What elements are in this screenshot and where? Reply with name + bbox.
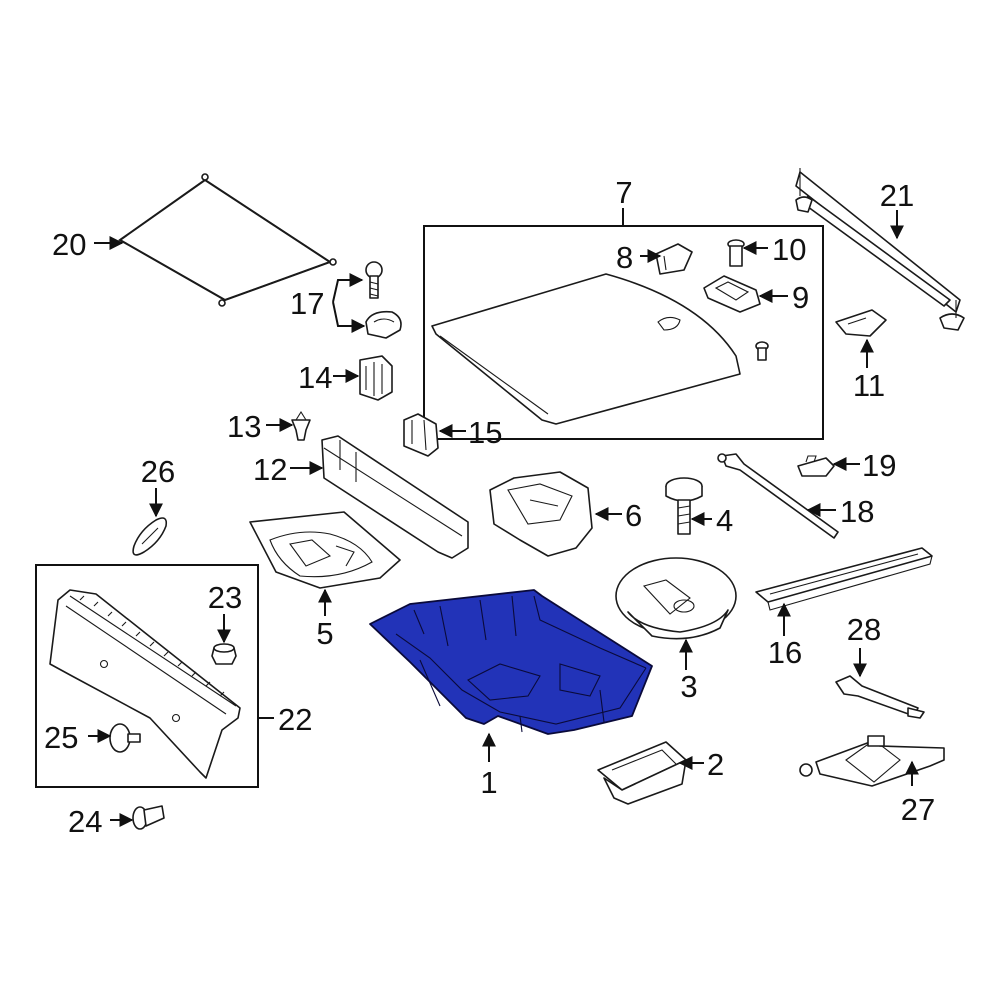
part-5-foam-tray[interactable] [249,511,401,589]
part-19-clip[interactable] [797,455,835,477]
part-27-jack[interactable] [799,735,945,787]
callout-3: 3 [680,669,697,704]
part-24-screw[interactable] [132,805,165,830]
callout-27: 27 [901,792,935,827]
part-15-bracket[interactable] [403,413,439,457]
part-21-rail[interactable] [795,168,965,331]
callout-8: 8 [616,240,633,275]
part-18-rod[interactable] [717,453,839,539]
callout-5: 5 [316,616,333,651]
part-25-push-pin[interactable] [109,723,141,753]
part-12-trim-panel[interactable] [321,435,469,559]
part-28-wrench[interactable] [835,675,925,719]
part-20-cargo-net[interactable] [118,173,337,307]
callout-20: 20 [52,227,86,262]
part-8-bracket[interactable] [655,243,693,275]
callout-15: 15 [468,415,502,450]
part-23-clip[interactable] [211,643,237,665]
part-6-holder[interactable] [489,471,593,557]
callout-28: 28 [847,612,881,647]
callout-18: 18 [840,494,874,529]
callout-17: 17 [290,286,324,321]
part-10-fastener[interactable] [727,239,745,267]
part-22-rear-trim-panel[interactable] [49,589,241,779]
leader-lines [88,208,919,827]
part-17-bolt-and-clip[interactable] [365,261,402,339]
part-26-cover[interactable] [132,517,168,556]
part-14-bracket[interactable] [359,355,393,401]
callout-4: 4 [716,503,733,538]
part-9-handle[interactable] [703,275,761,313]
part-4-bolt[interactable] [665,477,703,535]
group-22-frame [35,564,259,788]
part-13-clip[interactable] [291,410,311,441]
part-16-sill-trim[interactable] [755,547,933,611]
part-1-fill [369,589,653,735]
callout-16: 16 [768,635,802,670]
callout-22: 22 [278,702,312,737]
part-3-spare-tray[interactable] [615,557,737,640]
callout-19: 19 [862,448,896,483]
callout-12: 12 [253,452,287,487]
part-11-bracket[interactable] [835,309,887,337]
part-7-pin [755,341,769,361]
callout-21: 21 [880,178,914,213]
callout-7: 7 [615,175,632,210]
callout-25: 25 [44,720,78,755]
callout-6: 6 [625,498,642,533]
callout-14: 14 [298,360,332,395]
part-1-spare-wheel-well[interactable] [369,589,653,735]
callout-23: 23 [208,580,242,615]
callout-24: 24 [68,804,102,839]
callout-11: 11 [853,368,885,403]
callout-2: 2 [707,747,724,782]
callout-26: 26 [141,454,175,489]
callout-labels: 1 2 3 4 5 6 7 8 9 10 11 12 13 14 15 16 1… [44,175,935,839]
part-7-load-floor[interactable] [431,273,741,425]
callout-13: 13 [227,409,261,444]
part-2-storage-box[interactable] [597,741,687,805]
callout-10: 10 [772,232,806,267]
callout-9: 9 [792,280,809,315]
callout-1: 1 [480,765,497,800]
